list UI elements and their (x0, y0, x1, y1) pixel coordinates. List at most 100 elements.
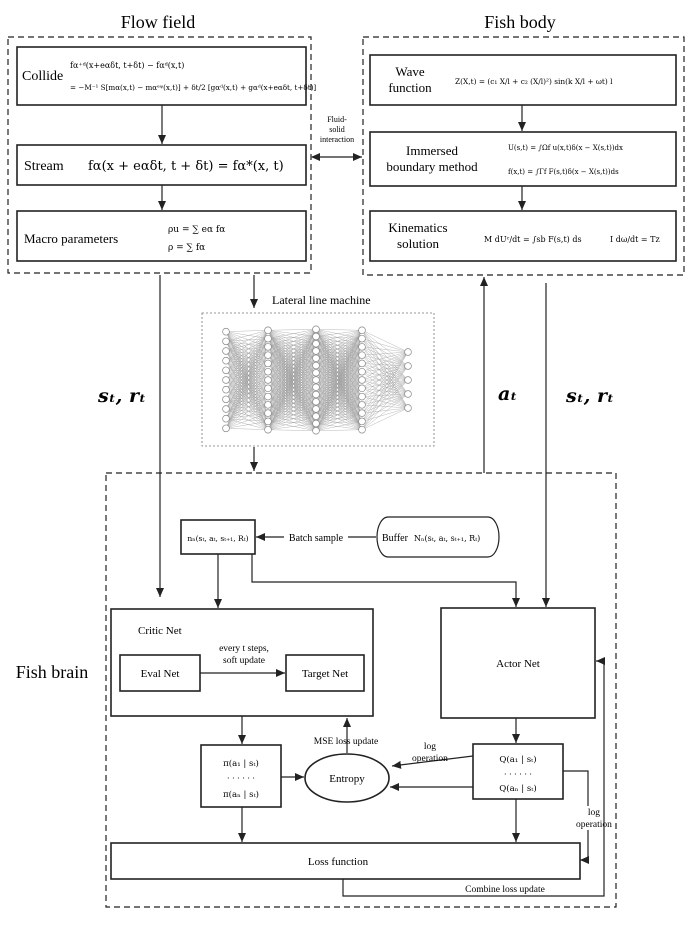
nn-connection (267, 365, 317, 389)
nn-connection (361, 379, 409, 422)
lateral-line-neural-network (222, 325, 412, 435)
nn-connection (225, 370, 269, 372)
nn-connection (267, 336, 317, 372)
nn-connection (267, 388, 317, 431)
nn-connection (315, 371, 363, 373)
nn-connection (225, 379, 269, 422)
nn-connection (225, 350, 269, 372)
nn-connection (225, 371, 269, 419)
nn-node (358, 359, 366, 368)
nn-node (404, 376, 412, 384)
nn-connection (315, 363, 363, 395)
nn-connection (267, 336, 317, 381)
nn-connection (225, 428, 269, 430)
nn-node (358, 343, 366, 351)
nn-connection (267, 372, 317, 381)
policy-box (200, 744, 282, 808)
policy-first-label: π(a₁ | sₜ) (223, 758, 259, 769)
nn-connection (315, 354, 363, 359)
nn-connection (315, 371, 363, 381)
nn-connection (225, 330, 269, 332)
nn-connection (315, 388, 363, 424)
target-net-box (285, 654, 365, 692)
nn-connection (267, 379, 317, 395)
nn-connection (225, 331, 269, 372)
macro-equation-1: ρu = ∑ eα fα (168, 225, 225, 235)
nn-node (358, 401, 366, 409)
collide-label: Collide (22, 69, 63, 84)
nn-connection (315, 387, 363, 414)
nn-connection (315, 343, 363, 381)
ibm-label-line2: boundary method (386, 159, 478, 174)
nn-connection (361, 351, 409, 414)
nn-connection (315, 343, 363, 364)
combine-loss-update-arrow (342, 657, 605, 897)
nn-connection (315, 350, 363, 381)
nn-connection (267, 338, 317, 381)
nn-connection (315, 379, 363, 431)
nn-connection (267, 372, 317, 389)
nn-connection (225, 363, 269, 419)
nn-connection (315, 371, 363, 402)
nn-connection (315, 330, 363, 402)
nn-connection (315, 330, 363, 431)
nn-node (358, 334, 366, 343)
state-reward-right-label: sₜ, rₜ (565, 385, 614, 407)
nn-connection (315, 421, 363, 431)
nn-connection (267, 329, 317, 405)
nn-connection (225, 338, 269, 352)
nn-node (312, 369, 320, 377)
log-operation-1-line2: operation (412, 754, 448, 764)
nn-connection (267, 379, 317, 402)
nn-connection (315, 336, 363, 364)
nn-connection (225, 350, 269, 381)
log-operation-2-line2: operation (576, 820, 612, 830)
nn-node (264, 401, 272, 409)
interaction-label-line1: Fluid- (327, 115, 347, 124)
nn-node (264, 334, 272, 343)
nn-connection (267, 416, 317, 430)
ibm-equation-1: U(s,t) = ∫Ωf u(x,t)δ(x − X(s,t))dx (508, 144, 623, 152)
nn-node (312, 376, 320, 384)
immersed-boundary-box (369, 131, 677, 187)
nn-connection (225, 371, 269, 429)
nn-connection (315, 379, 363, 389)
nn-connection (315, 330, 363, 366)
nn-connection (267, 343, 317, 405)
nn-node (404, 390, 412, 398)
nn-node (264, 409, 272, 417)
nn-connection (361, 379, 409, 414)
nn-connection (225, 331, 269, 339)
nn-connection (267, 350, 317, 422)
nn-connection (267, 329, 317, 381)
nn-connection (267, 336, 317, 405)
nn-connection (225, 346, 269, 429)
nn-connection (225, 330, 269, 371)
nn-connection (267, 423, 317, 430)
nn-connection (315, 363, 363, 402)
nn-connection (315, 336, 363, 348)
nn-connection (361, 379, 409, 389)
nn-connection (225, 338, 269, 419)
nn-node (222, 385, 230, 394)
nn-connection (267, 350, 317, 414)
nn-connection (315, 379, 363, 410)
nn-connection (315, 355, 363, 424)
nn-connection (267, 379, 317, 397)
nn-connection (315, 408, 363, 422)
nn-connection (315, 346, 363, 395)
nn-connection (315, 343, 363, 348)
collide-equation-1: fα⁺ᵈ(x+eαδt, t+δt) − fαᵈ(x,t) (70, 61, 184, 70)
nn-connection (361, 346, 409, 367)
nn-connection (315, 346, 363, 410)
q-log-to-entropy-arrow (391, 755, 474, 769)
nn-connection (315, 388, 363, 410)
flow-field-title: Flow field (121, 12, 196, 32)
nn-connection (315, 401, 363, 422)
nn-connection (315, 336, 363, 381)
nn-connection (267, 350, 317, 381)
macro-parameters-box (16, 210, 307, 262)
nn-connection (315, 379, 363, 406)
nn-connection (315, 412, 363, 431)
nn-connection (267, 336, 317, 422)
